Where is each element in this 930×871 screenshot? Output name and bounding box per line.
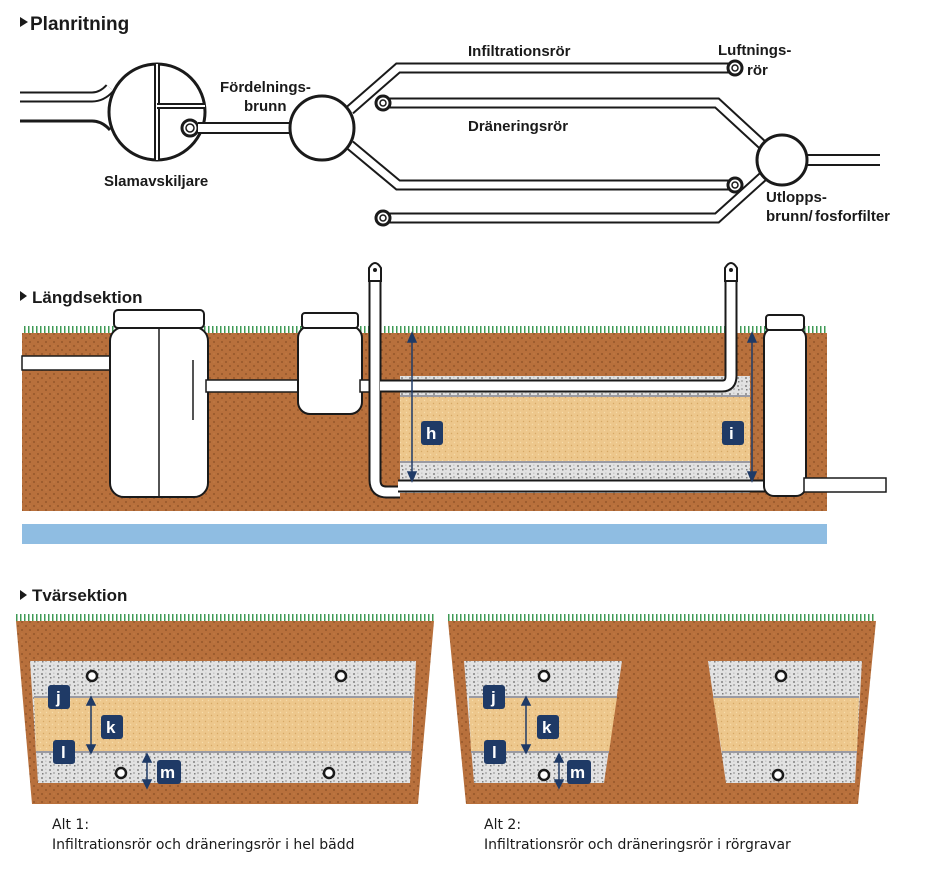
badge-k-alt2: k xyxy=(537,715,559,739)
septic-tank-long xyxy=(109,309,209,498)
svg-text:j: j xyxy=(55,688,61,707)
badge-l: l xyxy=(53,740,75,764)
grass-strip-long xyxy=(22,326,827,333)
badge-j-alt2: j xyxy=(483,685,505,709)
dimension-arrow-i xyxy=(746,331,758,483)
distribution-well-long xyxy=(297,312,363,415)
svg-text:m: m xyxy=(570,763,585,782)
cross-section-alt2: j k l m xyxy=(448,614,876,804)
svg-text:l: l xyxy=(61,743,66,762)
arrow-right-icon xyxy=(20,17,28,27)
alt2-caption-line1: Alt 2: xyxy=(484,817,521,833)
badge-m-alt2: m xyxy=(567,760,591,784)
infiltrationsror-label: Infiltrationsrör xyxy=(468,43,571,60)
alt1-caption-line1: Alt 1: xyxy=(52,817,89,833)
svg-text:k: k xyxy=(106,718,116,737)
inlet-pipe-long xyxy=(21,355,113,371)
groundwater-band xyxy=(22,524,827,544)
planritning-section: Planritning Slamavskiljare xyxy=(20,14,890,227)
arrow-right-icon xyxy=(20,590,27,600)
svg-text:m: m xyxy=(160,763,175,782)
tvarsektion-section: Tvärsektion j xyxy=(16,586,876,853)
badge-k: k xyxy=(101,715,123,739)
drain-vent-riser-left xyxy=(368,262,400,499)
alt2-caption-line2: Infiltrationsrör och dräneringsrör i rör… xyxy=(484,837,791,853)
pipe-to-distribution-long xyxy=(205,379,303,393)
distribution-well-plan xyxy=(288,94,356,162)
svg-text:j: j xyxy=(490,688,496,707)
badge-i: i xyxy=(722,421,744,445)
tvarsektion-heading: Tvärsektion xyxy=(32,586,127,605)
fosforfilter-label: fosforfilter xyxy=(815,208,890,225)
svg-text:k: k xyxy=(542,718,552,737)
drainage-pipe-network xyxy=(383,97,772,224)
badge-m: m xyxy=(157,760,181,784)
slamavskiljare-label: Slamavskiljare xyxy=(104,173,208,190)
langdsektion-heading: Längdsektion xyxy=(32,288,143,307)
outlet-well-plan xyxy=(755,133,809,187)
svg-text:l: l xyxy=(492,743,497,762)
badge-j: j xyxy=(48,685,70,709)
outlet-well-long xyxy=(763,314,887,497)
arrow-right-icon xyxy=(20,291,27,301)
svg-text:h: h xyxy=(426,424,436,443)
badge-l-alt2: l xyxy=(484,740,506,764)
inlet-pipe-plan xyxy=(20,84,115,132)
pipe-end-caps xyxy=(374,59,744,227)
draneringsror-label: Dräneringsrör xyxy=(468,118,568,135)
dimension-arrow-h xyxy=(406,331,418,483)
septic-tank-plan xyxy=(107,62,207,162)
fordelningsbrunn-label-2: brunn xyxy=(244,98,287,115)
luftningsror-label-2: rör xyxy=(747,62,768,79)
utloppsbrunn-label-2: brunn/ xyxy=(766,208,813,225)
badge-h: h xyxy=(421,421,443,445)
utloppsbrunn-label-1: Utlopps- xyxy=(766,189,827,206)
sand-bed-long xyxy=(400,396,750,462)
svg-text:i: i xyxy=(729,424,734,443)
luftningsror-label-1: Luftnings- xyxy=(718,42,791,59)
infiltration-pipe-network xyxy=(346,62,735,191)
planritning-heading: Planritning xyxy=(30,14,129,35)
cross-section-alt1: j k l m xyxy=(16,614,434,804)
langdsektion-section: Längdsektion xyxy=(20,262,887,544)
infiltration-pipe-long xyxy=(380,262,738,393)
fordelningsbrunn-label-1: Fördelnings- xyxy=(220,79,311,96)
alt1-caption-line2: Infiltrationsrör och dräneringsrör i hel… xyxy=(52,837,354,853)
